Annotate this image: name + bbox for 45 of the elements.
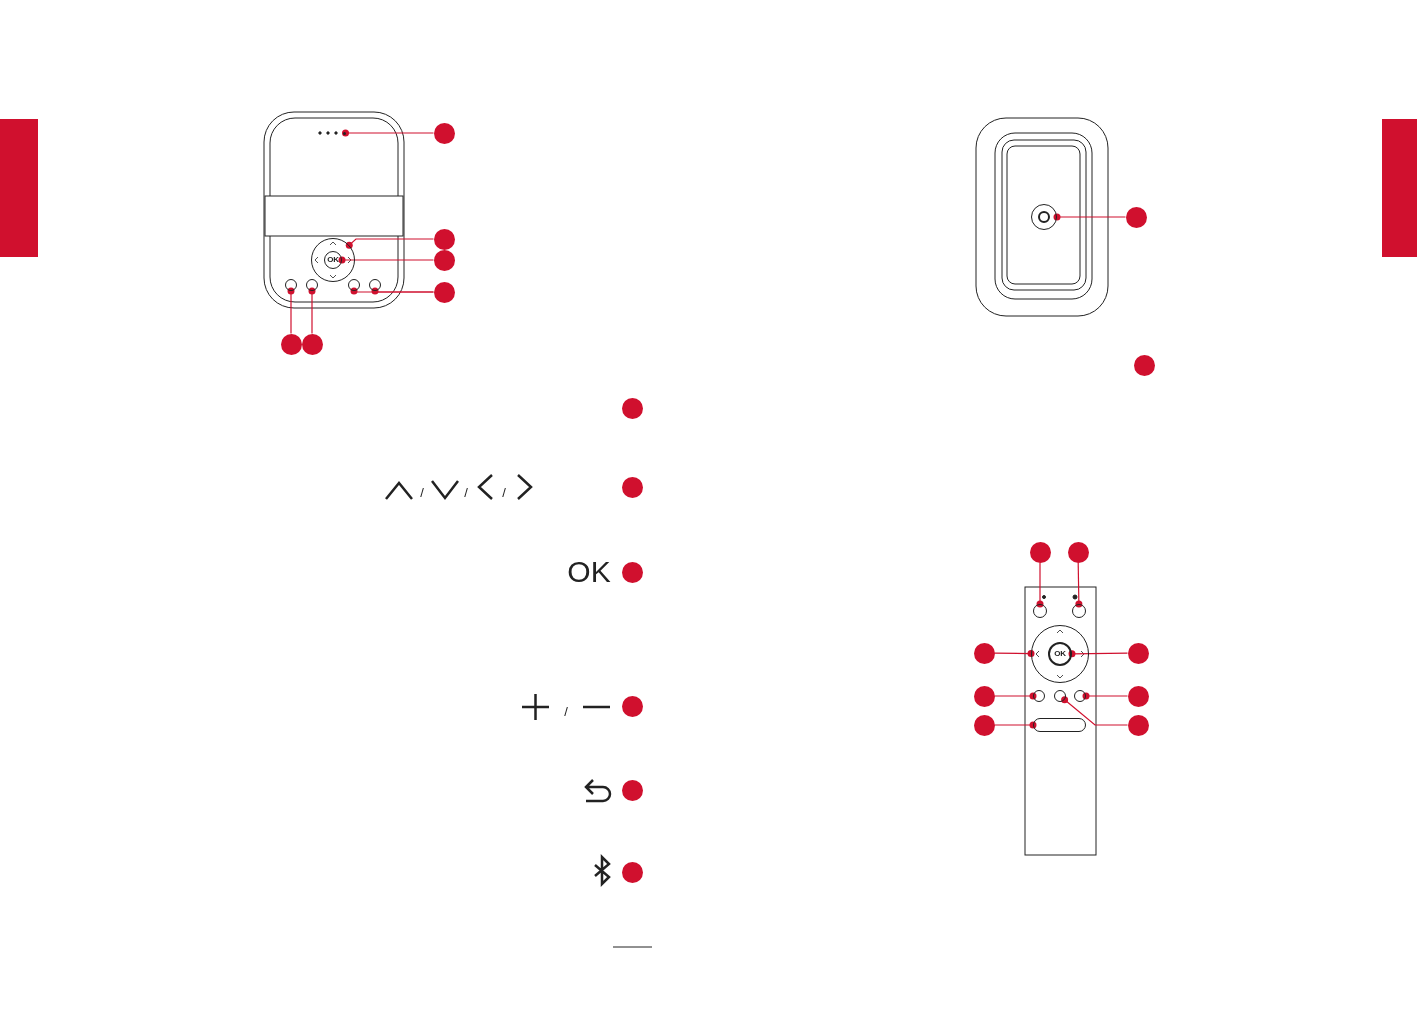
callout-dot (433, 122, 455, 144)
separator: / (502, 485, 506, 499)
indicator-light (342, 131, 346, 135)
callout-dot (301, 333, 323, 355)
leader-line (1075, 561, 1083, 608)
callout-dot (621, 397, 643, 419)
callout-dot (621, 695, 643, 717)
callout-dot (433, 249, 455, 271)
callout-dot (973, 642, 995, 664)
leader-line (993, 692, 1037, 700)
callout-dot (1029, 541, 1051, 563)
leader-line (338, 256, 435, 264)
side-tab (0, 119, 38, 257)
callout-dot (621, 861, 643, 883)
callout-dot (621, 476, 643, 498)
leader-line (1036, 561, 1044, 608)
separator: / (464, 485, 468, 499)
callout-dot (621, 779, 643, 801)
callout-dot (1133, 354, 1155, 376)
side-tab (1382, 119, 1417, 257)
leader-line (342, 129, 435, 137)
leader-line (1082, 692, 1129, 700)
leader-line (350, 287, 435, 295)
callout-dot (973, 714, 995, 736)
callout-dot (1127, 685, 1149, 707)
callout-dot (1127, 642, 1149, 664)
callout-dot (1067, 541, 1089, 563)
callout-dot (621, 561, 643, 583)
callout-dot (433, 228, 455, 250)
leader-line (993, 650, 1035, 658)
callout-dot (433, 281, 455, 303)
callout-dot (973, 685, 995, 707)
callout-dot (1125, 206, 1147, 228)
callout-dot (280, 333, 302, 355)
leader-line (1053, 213, 1127, 221)
leader-line (1061, 696, 1129, 726)
ok-button: OK (1048, 642, 1072, 666)
button-label: OK (567, 557, 611, 587)
callout-dot (1127, 714, 1149, 736)
separator: / (420, 485, 424, 499)
leader-line (287, 287, 295, 335)
leader-line (993, 721, 1037, 729)
separator: / (564, 704, 568, 718)
leader-line (308, 287, 316, 335)
leader-line (345, 238, 435, 249)
